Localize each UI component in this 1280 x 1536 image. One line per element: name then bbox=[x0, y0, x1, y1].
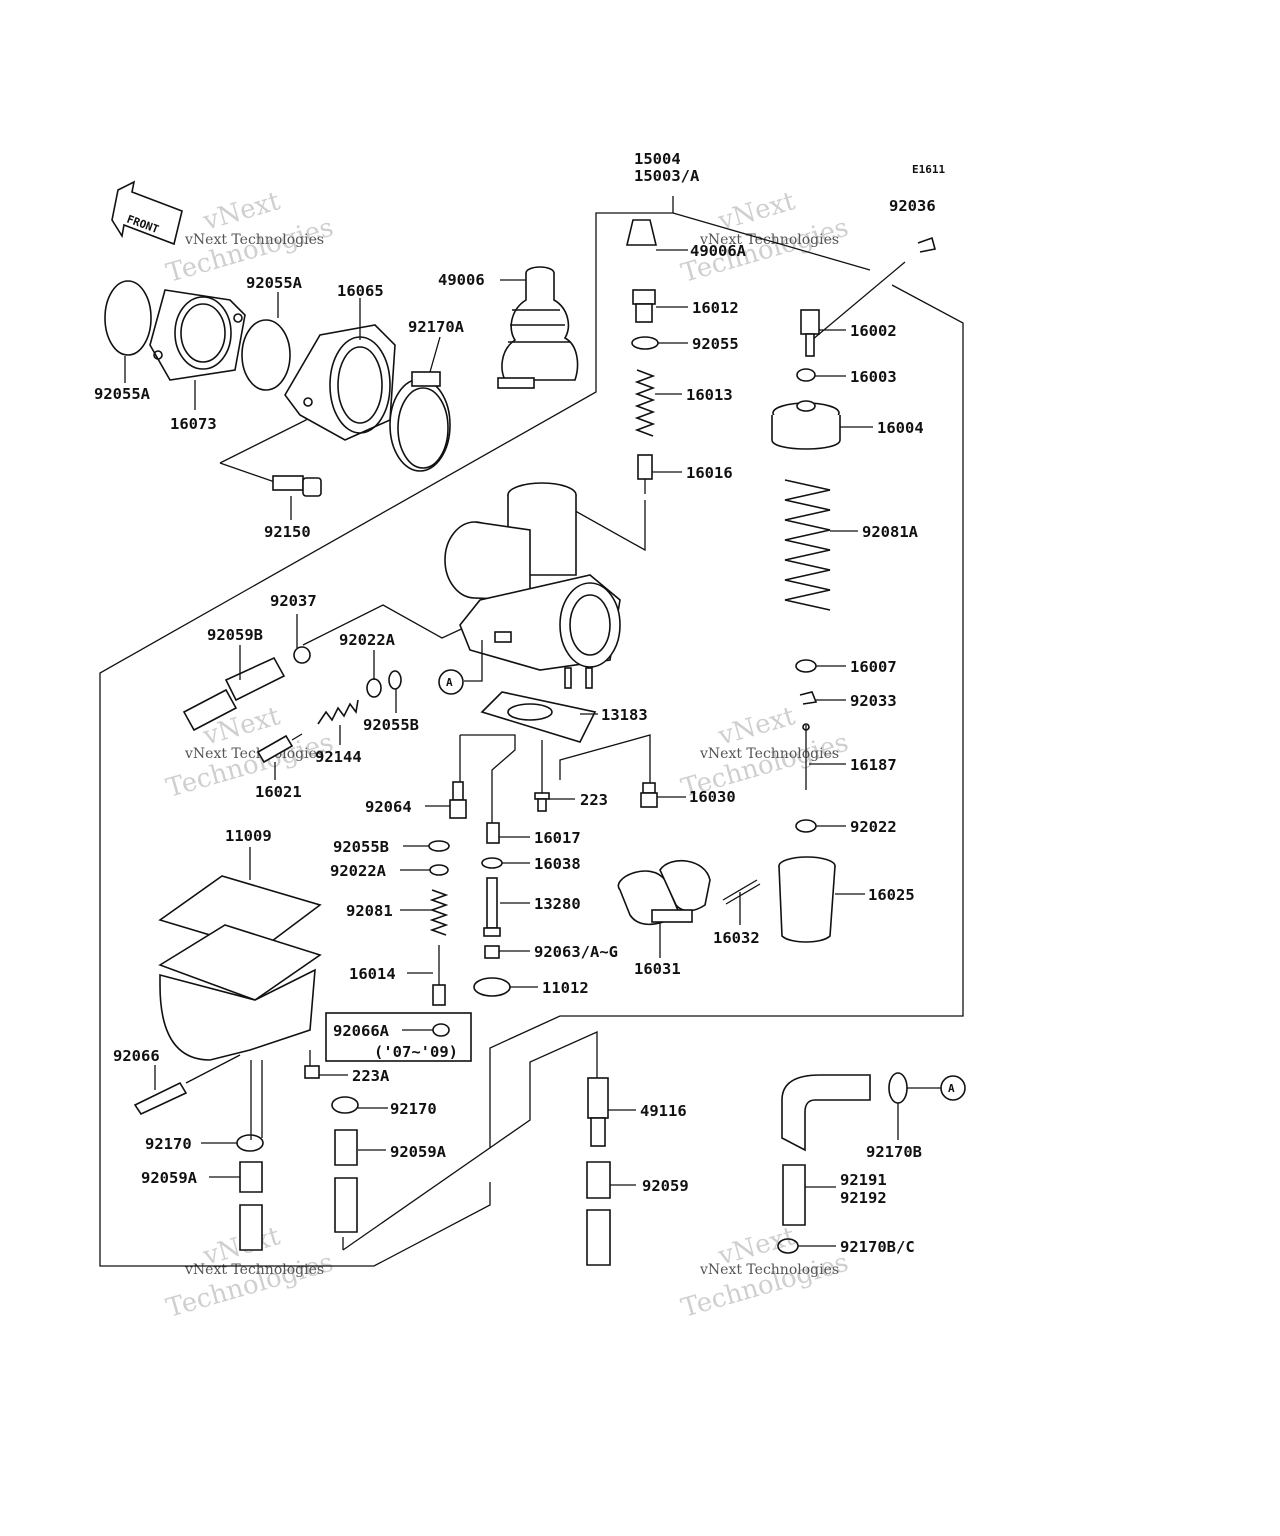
label-16073: 16073 bbox=[170, 415, 217, 433]
label-16016: 16016 bbox=[686, 464, 733, 482]
svg-text:A: A bbox=[446, 676, 453, 689]
assembly-frame bbox=[99, 196, 964, 1267]
label-92063: 92063/A~G bbox=[534, 943, 618, 961]
svg-text:vNext Technologies: vNext Technologies bbox=[184, 232, 324, 248]
label-92055a-left: 92055A bbox=[94, 385, 151, 403]
label-16012: 16012 bbox=[692, 299, 739, 317]
label-16017: 16017 bbox=[534, 829, 581, 847]
label-92170bc: 92170B/C bbox=[840, 1238, 915, 1256]
label-16187: 16187 bbox=[850, 756, 897, 774]
label-16065: 16065 bbox=[337, 282, 384, 300]
label-15004: 15004 bbox=[634, 150, 681, 168]
svg-text:vNext Technologies: vNext Technologies bbox=[699, 232, 839, 248]
label-11009: 11009 bbox=[225, 827, 272, 845]
diagram-code: E1611 bbox=[912, 163, 945, 176]
label-16003: 16003 bbox=[850, 368, 897, 386]
leader-lines bbox=[124, 249, 941, 1247]
label-92055b-top: 92055B bbox=[363, 716, 419, 734]
label-16031: 16031 bbox=[634, 960, 681, 978]
svg-text:A: A bbox=[948, 1082, 955, 1095]
label-92144: 92144 bbox=[315, 748, 362, 766]
svg-text:vNext Technologies: vNext Technologies bbox=[184, 746, 324, 762]
label-13280: 13280 bbox=[534, 895, 581, 913]
label-92170b: 92170B bbox=[866, 1143, 922, 1161]
label-92191: 92191 bbox=[840, 1171, 887, 1189]
label-92150: 92150 bbox=[264, 523, 311, 541]
reference-circle-a-hose: A bbox=[940, 1075, 966, 1101]
svg-text:vNext Technologies: vNext Technologies bbox=[699, 746, 839, 762]
label-92059a-right: 92059A bbox=[390, 1143, 447, 1161]
label-15003a: 15003/A bbox=[634, 167, 700, 185]
label-92059b: 92059B bbox=[207, 626, 263, 644]
label-92055: 92055 bbox=[692, 335, 739, 353]
label-92055b: 92055B bbox=[333, 838, 389, 856]
label-16025: 16025 bbox=[868, 886, 915, 904]
label-92022a-top: 92022A bbox=[339, 631, 396, 649]
part-labels: 15004 15003/A 92036 49006A 16012 92055 1… bbox=[94, 150, 936, 1256]
label-92033: 92033 bbox=[850, 692, 897, 710]
front-arrow-icon: FRONT bbox=[111, 180, 183, 246]
part-shapes bbox=[104, 219, 936, 1266]
label-16038: 16038 bbox=[534, 855, 581, 873]
label-92081a: 92081A bbox=[862, 523, 919, 541]
label-92081: 92081 bbox=[346, 902, 393, 920]
label-92059a-left: 92059A bbox=[141, 1169, 198, 1187]
label-92170-left: 92170 bbox=[145, 1135, 192, 1153]
label-13183: 13183 bbox=[601, 706, 648, 724]
label-11012: 11012 bbox=[542, 979, 589, 997]
label-16013: 16013 bbox=[686, 386, 733, 404]
label-49006: 49006 bbox=[438, 271, 485, 289]
label-223a: 223A bbox=[352, 1067, 390, 1085]
label-49116: 49116 bbox=[640, 1102, 687, 1120]
reference-circle-a: A bbox=[438, 669, 464, 695]
label-92064: 92064 bbox=[365, 798, 412, 816]
svg-text:vNext Technologies: vNext Technologies bbox=[184, 1262, 324, 1278]
label-92059: 92059 bbox=[642, 1177, 689, 1195]
label-16021: 16021 bbox=[255, 783, 302, 801]
label-16030: 16030 bbox=[689, 788, 736, 806]
label-92066a: 92066A bbox=[333, 1022, 390, 1040]
label-92066: 92066 bbox=[113, 1047, 160, 1065]
label-16004: 16004 bbox=[877, 419, 924, 437]
label-92066a-years: ('07~'09) bbox=[374, 1043, 458, 1061]
watermark: vNext Technologies vNext Technologies vN… bbox=[163, 186, 852, 1324]
label-92036: 92036 bbox=[889, 197, 936, 215]
label-16002: 16002 bbox=[850, 322, 897, 340]
label-92037: 92037 bbox=[270, 592, 317, 610]
label-92055a-top: 92055A bbox=[246, 274, 303, 292]
label-92170a: 92170A bbox=[408, 318, 465, 336]
label-92022: 92022 bbox=[850, 818, 897, 836]
label-223: 223 bbox=[580, 791, 608, 809]
label-49006a: 49006A bbox=[690, 242, 747, 260]
svg-text:vNext Technologies: vNext Technologies bbox=[699, 1262, 839, 1278]
label-16032: 16032 bbox=[713, 929, 760, 947]
label-92170-right: 92170 bbox=[390, 1100, 437, 1118]
label-16014: 16014 bbox=[349, 965, 396, 983]
label-16007: 16007 bbox=[850, 658, 897, 676]
label-92192: 92192 bbox=[840, 1189, 887, 1207]
label-92022a: 92022A bbox=[330, 862, 387, 880]
